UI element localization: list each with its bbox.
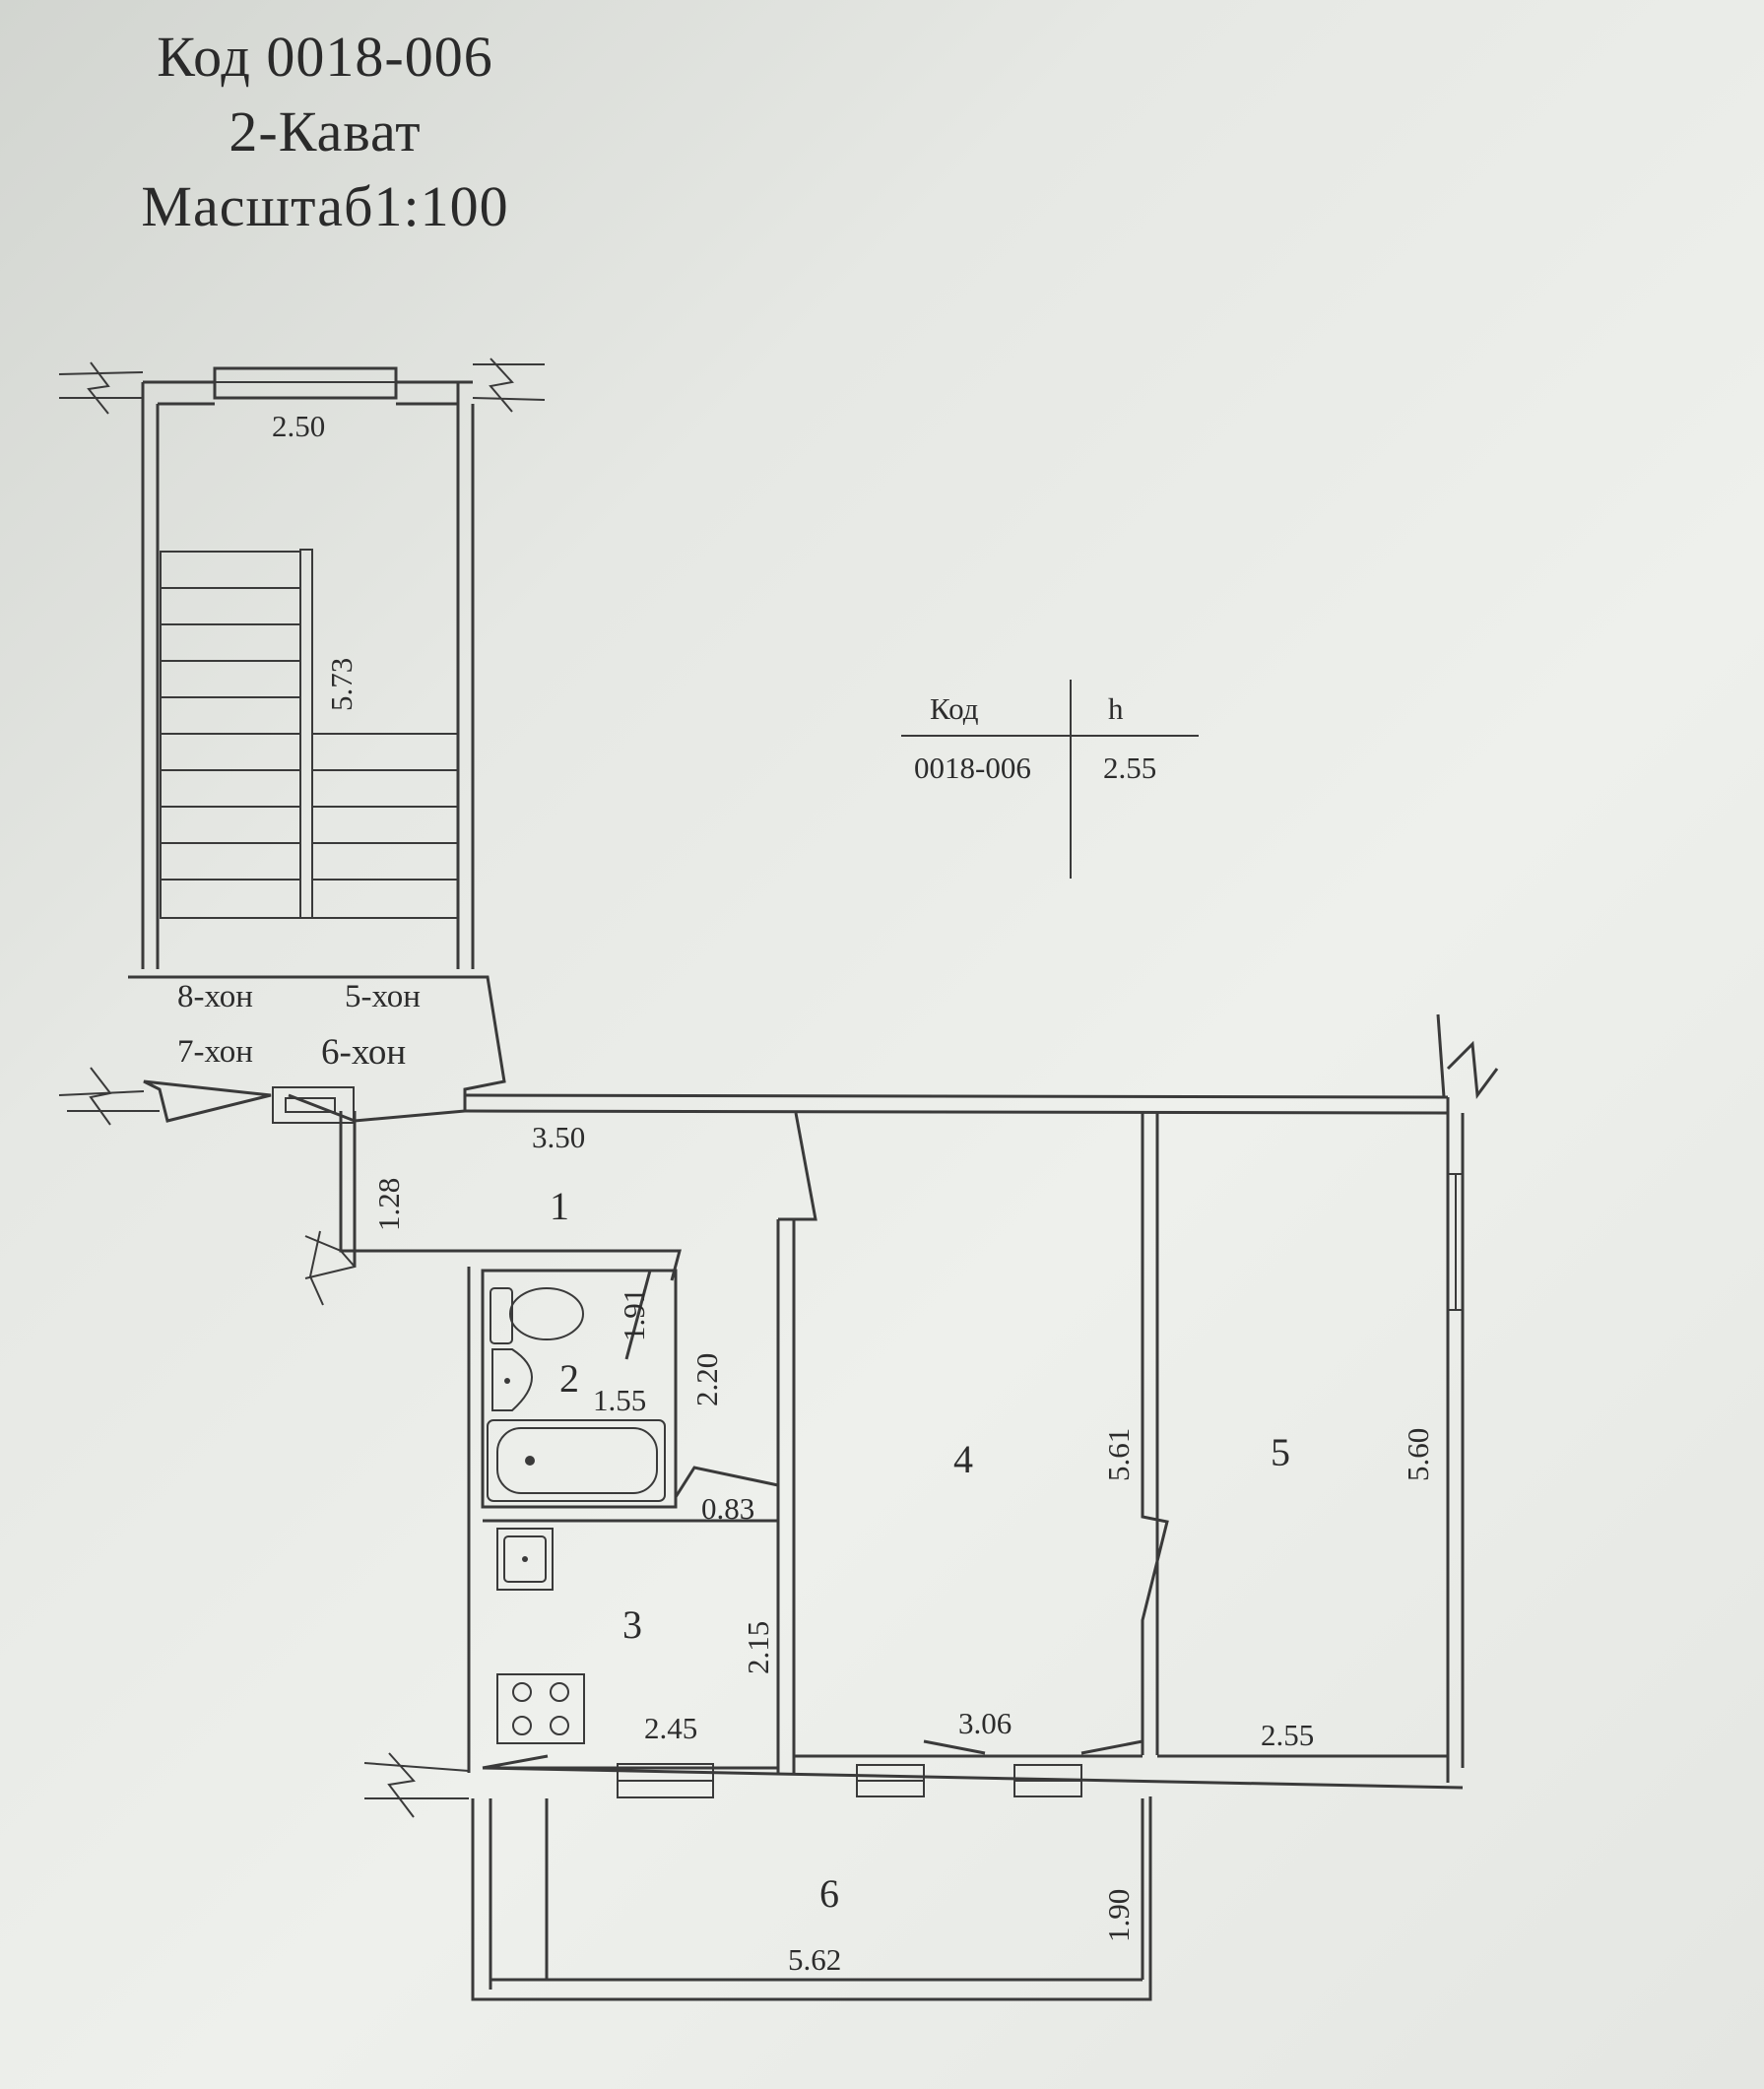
plan-code-title: Код 0018-006: [157, 25, 493, 89]
height-legend-table: Код h 0018-006 2.55: [901, 680, 1199, 879]
stair-handrail: [299, 549, 313, 919]
break-mark-icon: [58, 361, 144, 415]
dimension-room4-height: 5.61: [1101, 1428, 1136, 1481]
toilet-bowl-icon: [509, 1287, 584, 1340]
flat-label: 5-хон: [345, 979, 421, 1014]
stair-width-dimension: 2.50: [272, 409, 325, 443]
room-number-6: 6: [819, 1871, 839, 1916]
bathtub-icon: [487, 1419, 666, 1502]
legend-height-header: h: [1108, 691, 1124, 726]
toilet-tank-icon: [490, 1287, 513, 1344]
legend-height-value: 2.55: [1103, 751, 1156, 785]
dimension-hall-length: 3.50: [532, 1120, 585, 1154]
break-mark-icon: [363, 1752, 470, 1818]
stair-flights: [160, 549, 459, 919]
legend-code-value: 0018-006: [914, 751, 1031, 785]
room-number-2: 2: [559, 1356, 579, 1401]
stair-flight-right: [311, 733, 459, 919]
room-south-wall: [482, 1754, 1448, 1770]
dimension-hall-width: 1.28: [371, 1178, 406, 1231]
break-mark-icon: [472, 358, 546, 413]
room-number-4: 4: [953, 1437, 973, 1481]
fixtures: [487, 1287, 666, 1744]
bathroom-walls: [481, 1269, 678, 1509]
flat-label: 7-хон: [177, 1034, 253, 1070]
room-number-3: 3: [622, 1602, 642, 1647]
bath-kitchen-walls: [467, 1267, 778, 1773]
wc-door: [624, 1270, 652, 1360]
legend-code-header: Код: [930, 691, 979, 726]
dimension-kitchen-height: 2.15: [741, 1621, 775, 1674]
hall-west-wall: [339, 1111, 682, 1281]
room-number-1: 1: [550, 1184, 569, 1228]
dimension-bath-c: 2.20: [689, 1353, 724, 1406]
dimension-labels: 3.50 1.28 1.91 1.55 2.20 0.83 2.15 2.45 …: [371, 1120, 1435, 1977]
dimension-balcony-height: 1.90: [1101, 1889, 1136, 1942]
balcony-walls: [471, 1796, 1152, 2001]
balcony-door-swing: [923, 1739, 1143, 1755]
sink-icon: [491, 1348, 533, 1411]
shaft-inner: [285, 1097, 336, 1113]
loggia-north-wall: [482, 1766, 1464, 1790]
north-wall: [464, 1093, 1449, 1115]
stair-length-dimension: 5.73: [324, 658, 359, 711]
break-mark-icon: [304, 1230, 357, 1306]
dimension-room4-width: 3.06: [958, 1706, 1012, 1740]
floor-title: 2-Кават: [229, 99, 422, 163]
dimension-bath-b: 1.55: [593, 1383, 646, 1417]
stove-icon: [496, 1673, 585, 1744]
room-number-5: 5: [1271, 1430, 1290, 1474]
dimension-room5-height: 5.60: [1401, 1428, 1435, 1481]
stair-right-wall: [456, 382, 475, 969]
scale-title: Масштаб1:100: [141, 174, 509, 238]
partition-hall-room4: [776, 1112, 817, 1773]
dimension-room5-width: 2.55: [1261, 1718, 1314, 1752]
apartment-walls: [304, 1013, 1499, 2001]
plan-title-block: Код 0018-006 2-Кават Масштаб1:100: [108, 20, 542, 244]
dimension-corridor: 0.83: [701, 1491, 754, 1526]
partition-room4-room5: [1141, 1113, 1169, 1755]
flat-label: 6-хон: [321, 1032, 406, 1073]
stair-left-wall: [141, 382, 160, 969]
stair-window-wall: [143, 366, 473, 406]
flat-label: 8-хон: [177, 979, 253, 1014]
break-mark-icon: [58, 1067, 160, 1126]
dimension-bath-a: 1.91: [617, 1288, 651, 1341]
room-labels: 1 2 3 4 5 6: [550, 1184, 1290, 1916]
break-mark-icon: [1436, 1013, 1499, 1100]
staircase: 2.50 5.73 8-хон 5-хон 7-хон 6-хон: [58, 358, 546, 1126]
kitchen-sink-icon: [496, 1528, 554, 1591]
shaft-box: [272, 1086, 355, 1124]
bathroom-door: [674, 1466, 779, 1498]
dimension-balcony-width: 5.62: [788, 1942, 841, 1977]
dimension-kitchen-width: 2.45: [644, 1711, 697, 1745]
